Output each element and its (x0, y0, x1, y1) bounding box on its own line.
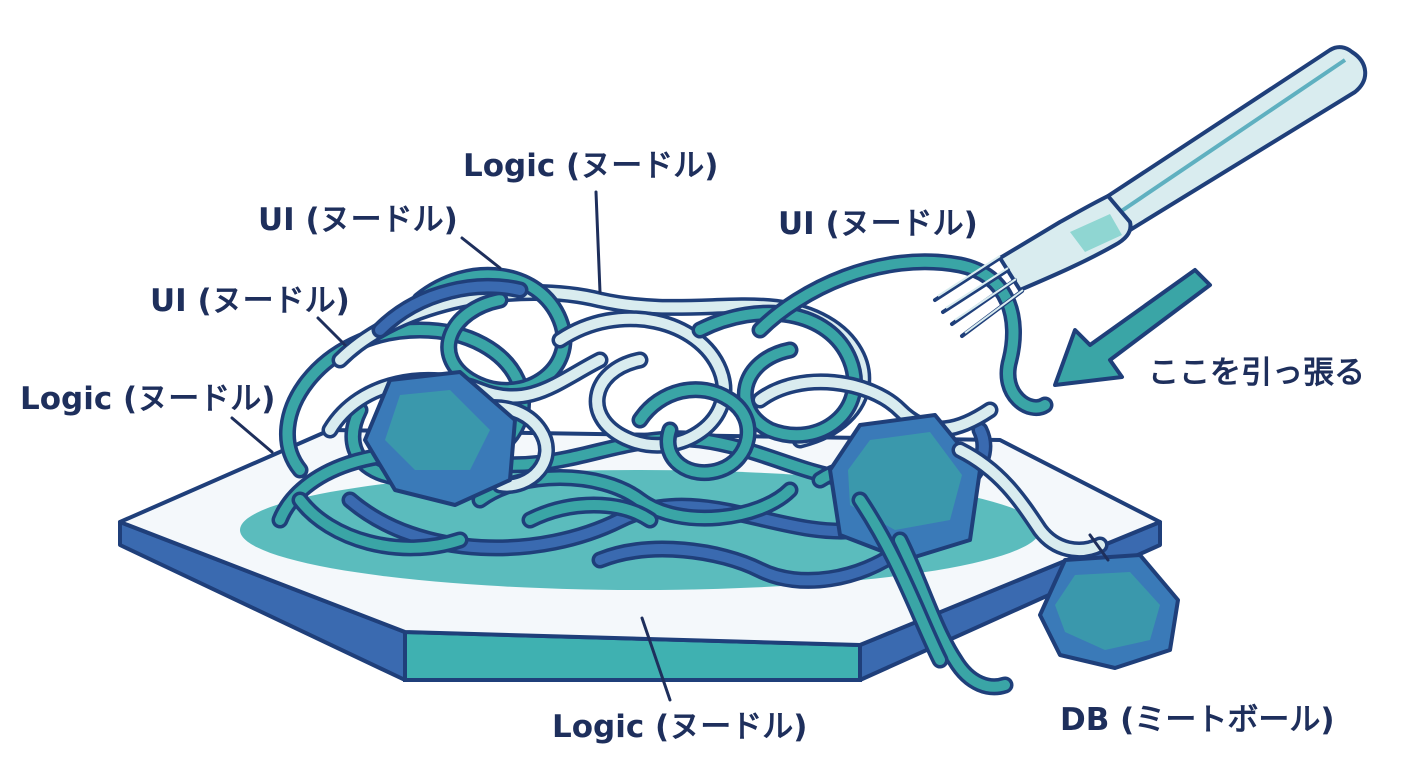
meatball-icon (363, 370, 517, 507)
noodle-strand-fill (282, 325, 528, 484)
meatball-icon (1038, 553, 1180, 670)
label-logic-top: Logic (ヌードル) (463, 148, 718, 184)
noodle-strand-fill (295, 495, 465, 553)
label-logic-bottom: Logic (ヌードル) (552, 709, 807, 745)
label-db: DB (ミートボール) (1060, 702, 1335, 738)
label-ui-right: UI (ヌードル) (778, 206, 978, 242)
noodle-strand-fill (375, 281, 525, 335)
noodle-strand-fill (555, 313, 729, 451)
label-ui-top: UI (ヌードル) (258, 202, 458, 238)
label-pull-here: ここを引っ張る (1148, 355, 1365, 391)
noodle-strand-fill (635, 384, 753, 478)
noodles (271, 266, 999, 589)
noodle-strand-fill (895, 535, 1010, 692)
arrow-icon (1053, 268, 1212, 387)
noodle-strand-fill (275, 433, 905, 525)
leader-lines (230, 190, 1110, 702)
noodle-strand-fill (755, 376, 995, 434)
noodle-strand-fill (415, 270, 569, 396)
label-logic-left: Logic (ヌードル) (20, 381, 275, 417)
fork-icon (933, 45, 1368, 338)
noodle-strand-fill (595, 544, 905, 586)
label-ui-mid: UI (ヌードル) (150, 283, 350, 319)
noodle-strand-fill (955, 445, 1105, 555)
noodle-strand-fill (525, 500, 655, 525)
noodle-strand-fill (855, 495, 945, 665)
